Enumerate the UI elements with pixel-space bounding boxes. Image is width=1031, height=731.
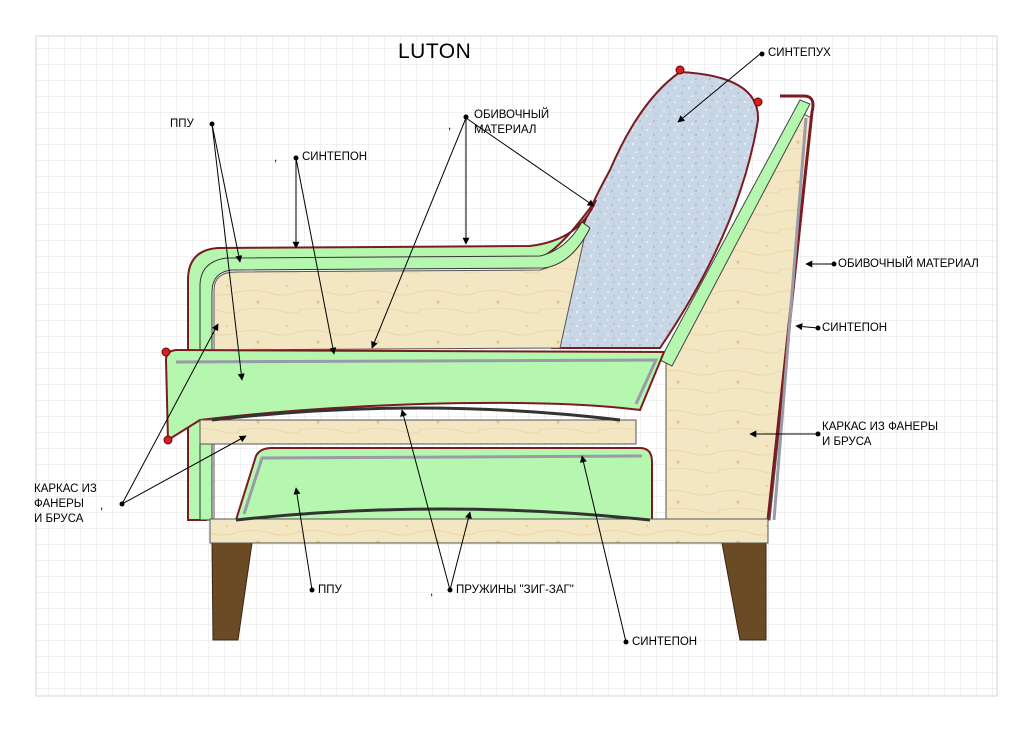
label-ppu-top: ППУ [170,118,194,130]
label-comma: , [430,586,434,598]
label-sintepuh-top: СИНТЕПУХ [768,47,831,59]
upholstery-dot [753,97,763,107]
label-comma: , [448,120,452,132]
label-sintepon-right: СИНТЕПОН [822,322,888,334]
lower-cushion [234,447,653,521]
springs-lower [235,507,651,522]
label-karkas-left-line1: КАРКАС ИЗ [34,483,97,495]
upholstery-dot [163,435,173,445]
diagram-title: LUTON [398,40,472,63]
label-sintepon-top: СИНТЕПОН [302,151,368,163]
label-karkas-left-line2: ФАНЕРЫ [34,498,84,510]
back-padding [659,99,811,367]
label-dots [119,51,837,645]
label-sintepon-bottom: СИНТЕПОН [632,636,698,648]
lower-padding [242,454,643,515]
upholstery-dot [161,347,171,357]
seat-frame-upper [199,419,637,445]
upholstery-dot [675,65,685,75]
label-comma: , [100,500,104,512]
armrest-foam [199,221,591,521]
label-karkas-right-line2: И БРУСА [822,436,872,448]
back-upholstery [766,94,815,521]
label-karkas-left-line3: И БРУСА [34,513,84,525]
label-karkas-right-line1: КАРКАС ИЗ ФАНЕРЫ [822,421,939,433]
springs-upper [211,406,621,422]
label-obivochny-top-line2: МАТЕРИАЛ [474,124,537,136]
label-comma: , [274,152,278,164]
label-ppu-bottom: ППУ [318,584,342,596]
leader-lines [121,53,834,643]
label-obivochny-top-line1: ОБИВОЧНЫЙ [474,109,550,121]
base-frame [209,518,769,544]
label-springs: ПРУЖИНЫ "ЗИГ-ЗАГ" [456,584,574,596]
back-sintepon [772,117,808,521]
label-obivochny-right: ОБИВОЧНЫЙ МАТЕРИАЛ [838,258,979,270]
seat-padding [175,358,659,405]
